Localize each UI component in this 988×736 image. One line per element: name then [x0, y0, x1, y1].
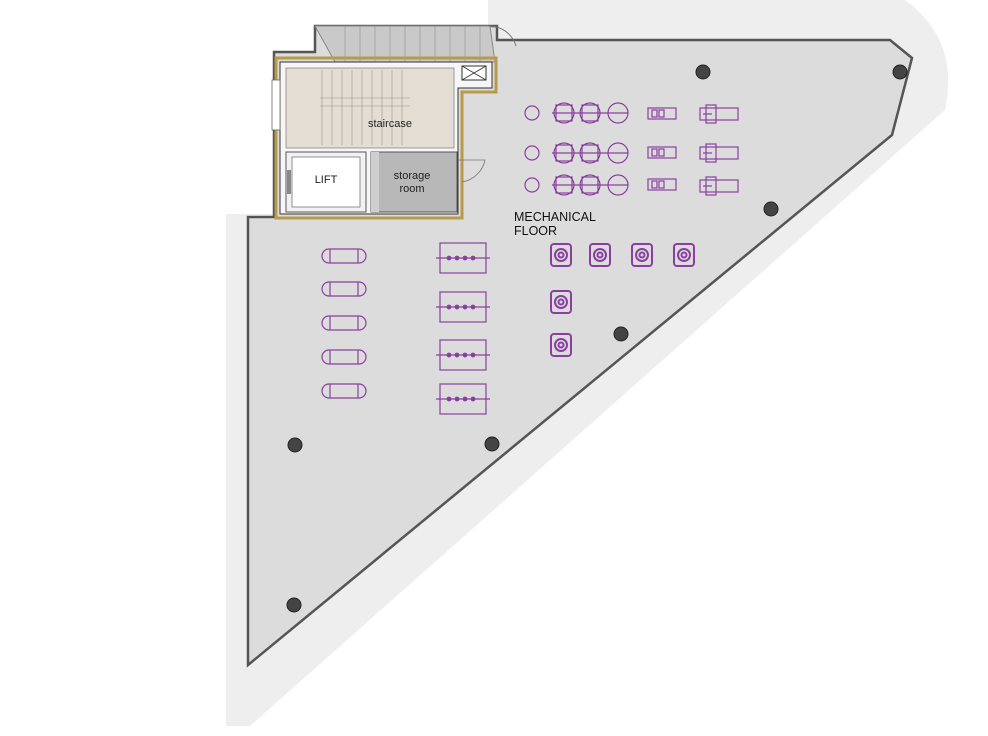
staircase-label: staircase: [368, 118, 412, 130]
heat-exchanger: [699, 143, 739, 163]
structural-column: [763, 201, 779, 217]
storage-label-1: storage: [394, 170, 431, 182]
storage-room: storage room: [370, 151, 458, 213]
structural-column: [613, 326, 629, 342]
valve-unit: [647, 178, 677, 191]
floor-label-1: MECHANICAL: [514, 210, 596, 224]
pump-set: [524, 102, 629, 124]
storage-tank: [321, 315, 367, 331]
structural-column: [287, 437, 303, 453]
boiler-unit: [550, 333, 572, 357]
lift-shaft: LIFT: [285, 151, 367, 213]
valve-unit: [647, 107, 677, 120]
boiler-unit: [673, 243, 695, 267]
storage-tank: [321, 248, 367, 264]
storage-tank: [321, 349, 367, 365]
structural-column: [695, 64, 711, 80]
storage-door: [458, 159, 486, 183]
upper-stair-entrance: [314, 25, 517, 63]
storage-tank: [321, 281, 367, 297]
core-wall: [274, 56, 498, 220]
storage-tank: [321, 383, 367, 399]
duct-shaft-icon: [461, 65, 487, 81]
pump-set: [524, 174, 629, 196]
chiller-unit: [436, 291, 490, 323]
boiler-unit: [550, 243, 572, 267]
structural-column: [484, 436, 500, 452]
storage-label-2: room: [399, 183, 424, 195]
lift-label: LIFT: [315, 174, 338, 186]
chiller-unit: [436, 383, 490, 415]
heat-exchanger: [699, 176, 739, 196]
boiler-unit: [631, 243, 653, 267]
heat-exchanger: [699, 104, 739, 124]
chiller-unit: [436, 339, 490, 371]
boiler-unit: [589, 243, 611, 267]
boiler-unit: [550, 290, 572, 314]
chiller-unit: [436, 242, 490, 274]
valve-unit: [647, 146, 677, 159]
pump-set: [524, 142, 629, 164]
structural-column: [892, 64, 908, 80]
structural-column: [286, 597, 302, 613]
staircase-room: staircase: [285, 67, 455, 149]
floor-label-2: FLOOR: [514, 224, 557, 238]
